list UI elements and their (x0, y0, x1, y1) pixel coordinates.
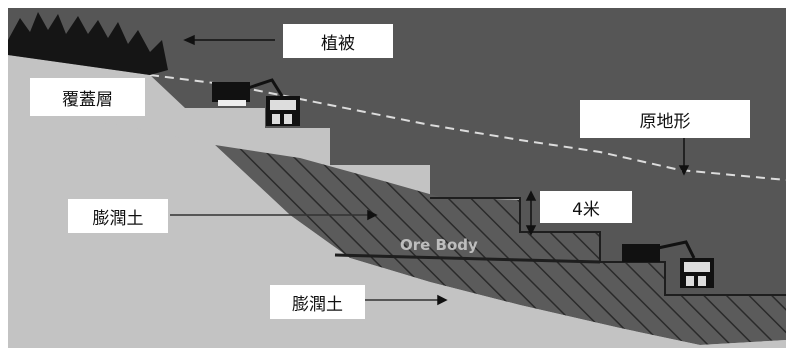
annotation-arrows (170, 34, 690, 306)
vegetation-label: 植被 (283, 24, 393, 58)
original-terrain-label: 原地形 (580, 100, 750, 138)
swelling-clay-layer (215, 145, 786, 345)
swelling-clay-upper-label: 膨潤土 (68, 199, 168, 233)
overburden-label: 覆蓋層 (30, 78, 145, 116)
vegetation-trees (8, 12, 168, 75)
ore-body-label: Ore Body (400, 236, 478, 254)
lower-ground (8, 110, 786, 348)
excavator-upper (212, 78, 300, 126)
excavator-lower (622, 240, 714, 288)
bench-height-label: 4米 (540, 191, 632, 223)
ore-body-boundary (334, 253, 601, 264)
swelling-clay-lower-label: 膨潤土 (270, 285, 365, 319)
bench-edges (430, 197, 786, 296)
